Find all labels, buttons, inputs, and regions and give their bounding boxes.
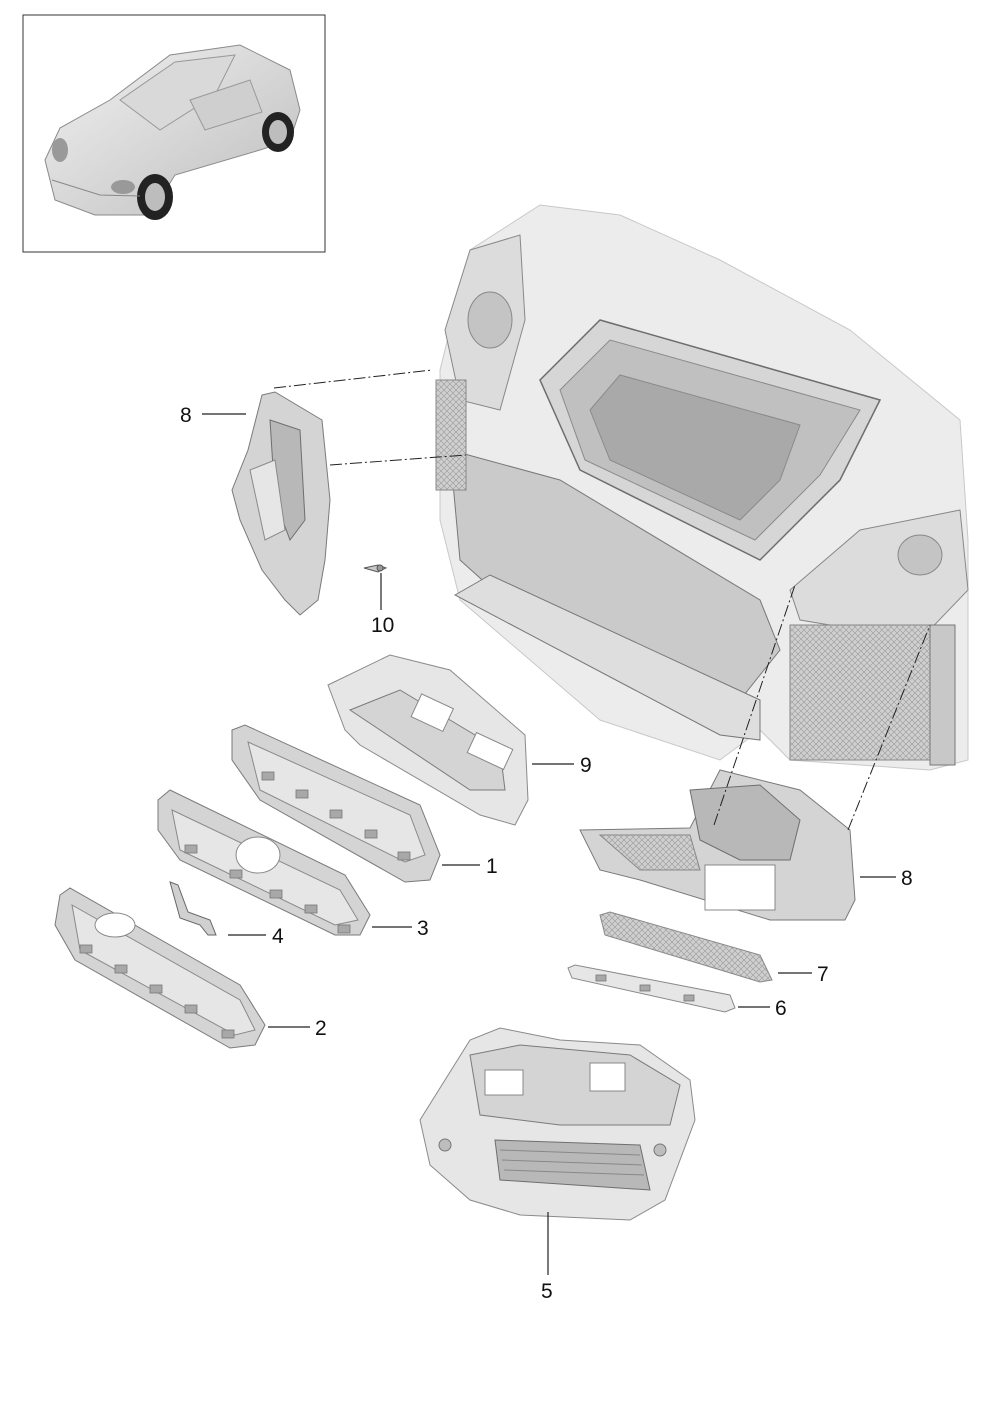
car-thumbnail	[44, 44, 301, 220]
part-6-strip	[567, 964, 736, 1013]
callout-8-right: 8	[901, 867, 913, 890]
part-3-tabs	[184, 844, 351, 934]
vehicle-front-body	[435, 204, 969, 771]
part-2-tabs	[79, 944, 235, 1039]
callout-2: 2	[315, 1017, 327, 1040]
callout-6: 6	[775, 997, 787, 1020]
part-1-grille	[231, 724, 441, 883]
part-4-trim-strip	[169, 881, 217, 936]
part-5-bumper-carrier	[419, 1027, 696, 1221]
part-10-clip	[363, 564, 388, 573]
callout-labels: 8 10 9 1 3 4 2 8 7 6 5	[180, 404, 913, 1303]
callout-5: 5	[541, 1280, 553, 1303]
callout-10: 10	[371, 614, 394, 637]
callout-7: 7	[817, 963, 829, 986]
callout-3: 3	[417, 917, 429, 940]
part-3-grille-center	[157, 789, 371, 936]
callout-8-left: 8	[180, 404, 192, 427]
leader-lines	[202, 413, 896, 1275]
part-2-lower-grille	[54, 887, 266, 1049]
assembly-lines	[273, 369, 931, 831]
callout-4: 4	[272, 925, 284, 948]
part-8-air-guide-left	[231, 391, 331, 616]
callout-1: 1	[486, 855, 498, 878]
overview-inset	[22, 14, 326, 253]
part-8-air-guide-right	[579, 769, 856, 921]
part-9-air-duct	[327, 654, 529, 826]
callout-9: 9	[580, 754, 592, 777]
part-7-small-grille	[599, 911, 773, 983]
part-1-tabs	[261, 771, 411, 861]
